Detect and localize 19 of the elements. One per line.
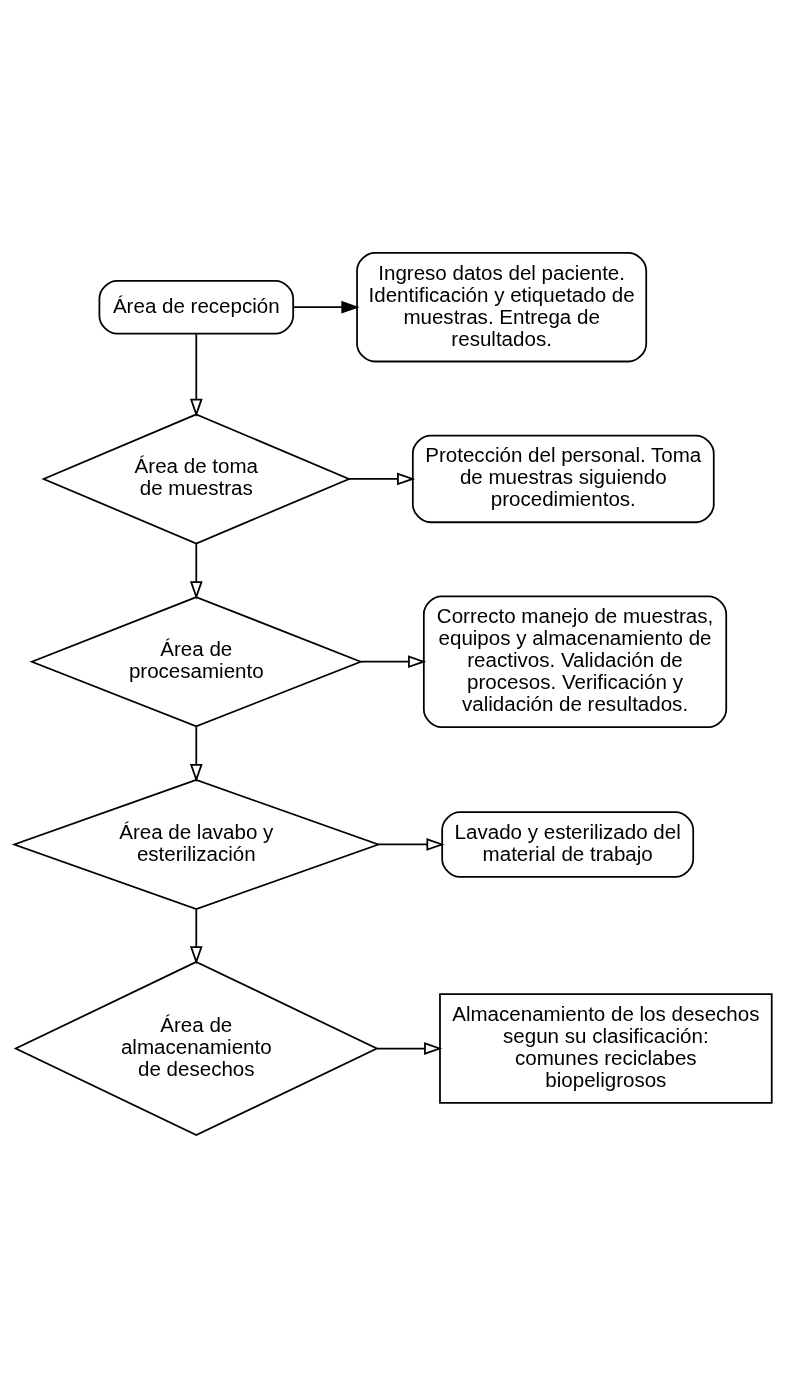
arrow [348, 472, 416, 485]
node-box: Protección del personal. Toma de muestras siguiendo procedimientos. [411, 434, 715, 523]
node-box: Área de recepción [98, 279, 295, 334]
arrow [292, 300, 360, 314]
arrow [376, 1041, 443, 1055]
arrow [189, 725, 203, 782]
arrow [360, 654, 427, 668]
arrow [189, 542, 203, 599]
node-diamond: Área de toma de muestras [41, 412, 352, 544]
node-diamond: Área de procesamiento [29, 595, 364, 727]
arrow [189, 908, 203, 964]
node-box: Almacenamiento de los desechos segun su clasificación: comunes reciclabes biopeligrosos [439, 992, 773, 1104]
node-box: Ingreso datos del paciente. Identificación y etiquetado de muestras. Entrega de resultados. [356, 251, 648, 362]
node-box: Correcto manejo de muestras, equipos y almacenamiento de reactivos. Validación de procesos. Verificación y validación de resultados. [422, 595, 728, 728]
node-box: Lavado y esterilizado del material de trabajo [441, 810, 695, 878]
arrow [377, 837, 445, 851]
arrow [189, 332, 203, 417]
node-diamond: Área de almacenamiento de desechos [13, 960, 379, 1136]
node-diamond: Área de lavabo y esterilización [11, 778, 381, 910]
